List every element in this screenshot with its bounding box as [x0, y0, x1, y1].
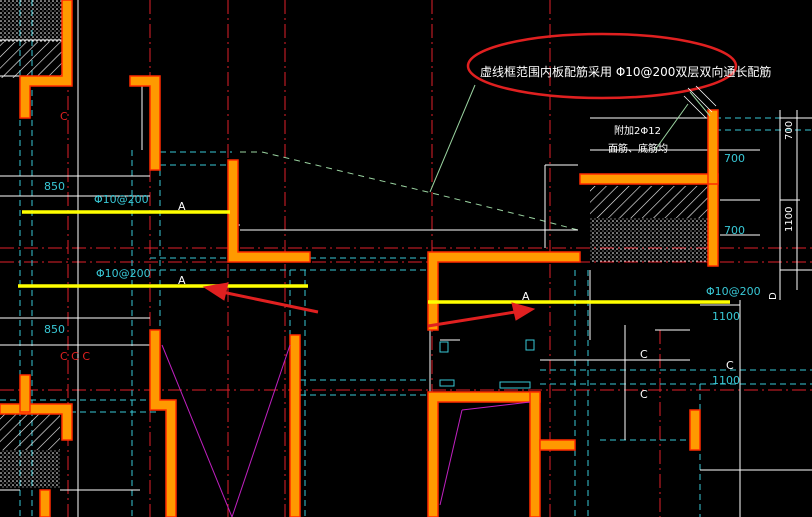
rebar-label-right: Φ10@200 — [706, 285, 761, 298]
marker-a-2: A — [178, 274, 186, 287]
dim-side-700: 700 — [784, 121, 795, 140]
marker-ccc: C C C — [60, 350, 90, 363]
marker-a-1: A — [178, 200, 186, 213]
slab-note-text: 虚线框范围内板配筋采用 Φ10@200双层双向通长配筋 — [480, 64, 771, 79]
marker-c-1: C — [60, 110, 68, 123]
dim-1100-b: 1100 — [712, 374, 740, 387]
rebar-label-left-top: Φ10@200 — [94, 193, 149, 206]
hatched-regions — [0, 0, 708, 488]
extra-bars-text-1: 附加2Φ12 — [614, 124, 661, 137]
extra-bars-text-2: 面筋、底筋均 — [608, 142, 668, 155]
note-highlight-oval — [466, 32, 738, 100]
fixture-symbols — [439, 339, 535, 389]
dim-700-b: 700 — [724, 224, 745, 237]
rebar-label-left-mid: Φ10@200 — [96, 267, 151, 280]
marker-c-4: C — [726, 359, 734, 372]
marker-c-2: C — [640, 348, 648, 361]
arrow-right-head — [511, 302, 536, 321]
dim-850-bottom: 850 — [44, 323, 65, 336]
arrow-left-head — [202, 282, 229, 301]
rebar-lines — [18, 210, 730, 304]
dim-1100-a: 1100 — [712, 310, 740, 323]
marker-c-3: C — [640, 388, 648, 401]
dim-side-d: D — [768, 292, 779, 300]
marker-a-3: A — [522, 290, 530, 303]
dim-850-top: 850 — [44, 180, 65, 193]
dim-700-a: 700 — [724, 152, 745, 165]
dim-side-1100: 1100 — [784, 207, 795, 232]
extra-bar-hatch — [683, 85, 717, 119]
callout-arrows — [202, 282, 536, 328]
opening-cross-lines — [161, 344, 531, 517]
concrete-walls — [0, 0, 719, 517]
slab-range-boundary — [240, 151, 579, 231]
note-leaders — [429, 84, 711, 193]
